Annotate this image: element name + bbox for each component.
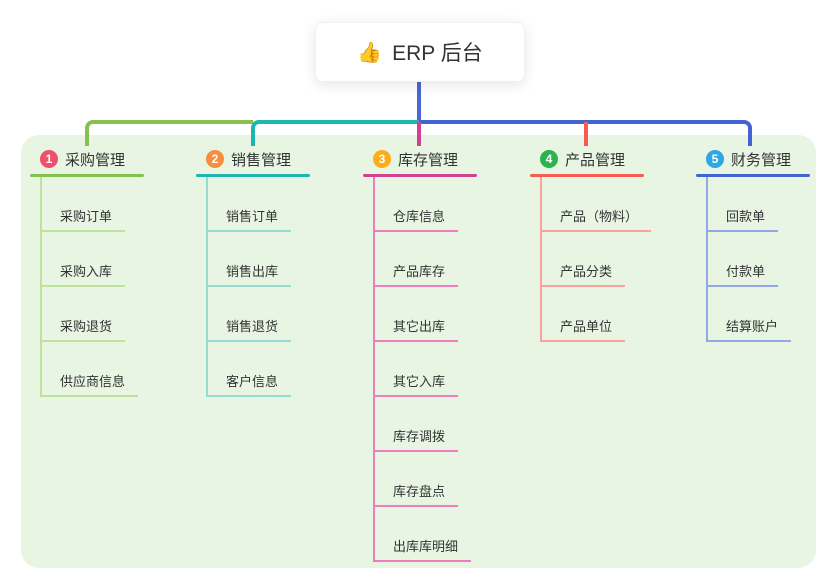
- branch-2-children: 销售订单销售出库销售退货客户信息: [206, 177, 310, 397]
- connector-drop-branch-3: [417, 122, 421, 146]
- list-item: 供应商信息: [42, 342, 144, 397]
- child-node-label[interactable]: 产品分类: [542, 261, 626, 287]
- branch-1-underline: [30, 174, 144, 177]
- list-item: 库存盘点: [375, 452, 477, 507]
- list-item: 库存调拨: [375, 397, 477, 452]
- list-item: 仓库信息: [375, 177, 477, 232]
- list-item: 销售订单: [208, 177, 310, 232]
- branch-3-children: 仓库信息产品库存其它出库其它入库库存调拨库存盘点出库库明细: [373, 177, 477, 562]
- connector-root-drop: [417, 82, 421, 120]
- mindmap-panel: [21, 135, 816, 568]
- list-item: 销售退货: [208, 287, 310, 342]
- branch-1-title-label: 采购管理: [65, 151, 126, 169]
- child-node-label[interactable]: 产品单位: [542, 316, 626, 342]
- child-node-label[interactable]: 采购订单: [42, 206, 126, 232]
- branch-5-children: 回款单付款单结算账户: [706, 177, 810, 342]
- list-item: 采购订单: [42, 177, 144, 232]
- root-node-erp[interactable]: 👍 ERP 后台: [315, 22, 525, 82]
- child-node-label[interactable]: 采购退货: [42, 316, 126, 342]
- child-node-label[interactable]: 回款单: [708, 206, 779, 232]
- list-item: 产品单位: [542, 287, 644, 342]
- list-item: 回款单: [708, 177, 810, 232]
- child-node-label[interactable]: 付款单: [708, 261, 779, 287]
- child-node-label[interactable]: 出库库明细: [375, 536, 472, 562]
- list-item: 其它出库: [375, 287, 477, 342]
- child-node-label[interactable]: 客户信息: [208, 371, 292, 397]
- branch-4-underline: [530, 174, 644, 177]
- branch-2-underline: [196, 174, 310, 177]
- list-item: 付款单: [708, 232, 810, 287]
- branch-3-underline: [363, 174, 477, 177]
- branch-1-number-badge: 1: [40, 150, 58, 168]
- branch-2: 2 销售管理销售订单销售出库销售退货客户信息: [196, 146, 310, 397]
- list-item: 客户信息: [208, 342, 310, 397]
- branch-2-title-node[interactable]: 2 销售管理: [196, 146, 310, 172]
- child-node-label[interactable]: 产品（物料）: [542, 206, 652, 232]
- branch-3: 3 库存管理仓库信息产品库存其它出库其它入库库存调拨库存盘点出库库明细: [363, 146, 477, 562]
- branch-4-number-badge: 4: [540, 150, 558, 168]
- child-node-label[interactable]: 销售订单: [208, 206, 292, 232]
- child-node-label[interactable]: 其它入库: [375, 371, 459, 397]
- list-item: 产品分类: [542, 232, 644, 287]
- thumbs-up-icon: 👍: [357, 41, 383, 64]
- branch-3-title-node[interactable]: 3 库存管理: [363, 146, 477, 172]
- branch-3-title-label: 库存管理: [398, 151, 459, 169]
- branch-5-title-node[interactable]: 5 财务管理: [696, 146, 810, 172]
- child-node-label[interactable]: 库存盘点: [375, 481, 459, 507]
- branch-1-children: 采购订单采购入库采购退货供应商信息: [40, 177, 144, 397]
- branch-5-title-label: 财务管理: [731, 151, 792, 169]
- branch-4: 4 产品管理产品（物料） 产品分类产品单位: [530, 146, 652, 342]
- child-node-label[interactable]: 其它出库: [375, 316, 459, 342]
- branch-4-children: 产品（物料） 产品分类产品单位: [540, 177, 652, 342]
- list-item: 结算账户: [708, 287, 810, 342]
- child-node-label[interactable]: 销售出库: [208, 261, 292, 287]
- connector-drop-branch-4: [584, 122, 588, 146]
- list-item: 产品库存: [375, 232, 477, 287]
- branch-1-title-node[interactable]: 1 采购管理: [30, 146, 144, 172]
- child-node-label[interactable]: 采购入库: [42, 261, 126, 287]
- branch-1: 1 采购管理采购订单采购入库采购退货供应商信息: [30, 146, 144, 397]
- list-item: 出库库明细: [375, 507, 477, 562]
- list-item: 产品（物料）: [542, 177, 652, 232]
- branch-4-title-node[interactable]: 4 产品管理: [530, 146, 644, 172]
- child-node-label[interactable]: 库存调拨: [375, 426, 459, 452]
- child-node-label[interactable]: 结算账户: [708, 316, 792, 342]
- connector-rail-branch-2: [251, 120, 419, 146]
- connector-rail-branch-1: [85, 120, 253, 146]
- list-item: 采购退货: [42, 287, 144, 342]
- branch-5: 5 财务管理回款单付款单结算账户: [696, 146, 810, 342]
- branch-2-number-badge: 2: [206, 150, 224, 168]
- branch-4-title-label: 产品管理: [565, 151, 626, 169]
- branch-5-underline: [696, 174, 810, 177]
- child-node-label[interactable]: 产品库存: [375, 261, 459, 287]
- child-node-label[interactable]: 销售退货: [208, 316, 292, 342]
- child-node-label[interactable]: 仓库信息: [375, 206, 459, 232]
- branch-2-title-label: 销售管理: [231, 151, 292, 169]
- list-item: 采购入库: [42, 232, 144, 287]
- branch-5-number-badge: 5: [706, 150, 724, 168]
- list-item: 其它入库: [375, 342, 477, 397]
- child-node-label[interactable]: 供应商信息: [42, 371, 139, 397]
- branch-3-number-badge: 3: [373, 150, 391, 168]
- root-node-label: ERP 后台: [392, 42, 483, 65]
- list-item: 销售出库: [208, 232, 310, 287]
